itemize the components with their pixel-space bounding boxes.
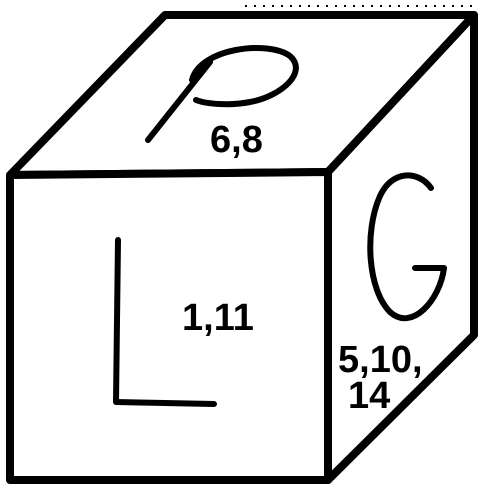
- right-face-numbers-line2: 14: [348, 375, 390, 417]
- top-face-numbers: 6,8: [210, 119, 263, 161]
- cube-front-face: [10, 172, 328, 480]
- front-face-numbers: 1,11: [182, 297, 254, 339]
